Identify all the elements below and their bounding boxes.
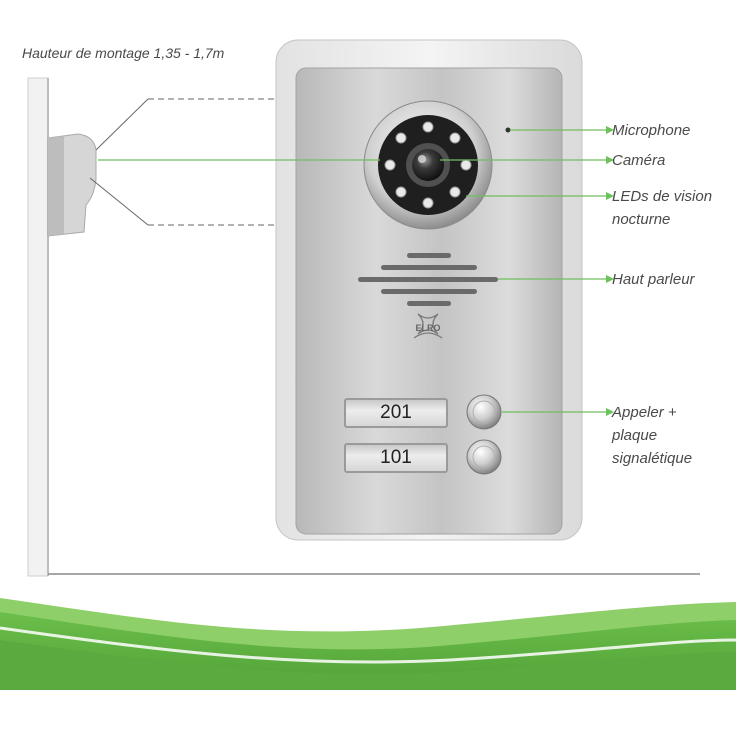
night-vision-leds	[384, 121, 472, 209]
call-label-line2: plaque	[612, 427, 658, 444]
microphone-label: Microphone	[612, 119, 690, 142]
mounting-height-label: Hauteur de montage 1,35 - 1,7m	[22, 45, 225, 61]
microphone-label-text: Microphone	[612, 122, 691, 139]
camera-module	[363, 100, 493, 230]
leds-label-line2: nocturne	[612, 211, 671, 228]
call-buttons	[466, 394, 502, 475]
brand-logo	[413, 313, 443, 339]
call-label-line1: Appeler +	[612, 404, 677, 421]
brand-text: ELRO	[415, 323, 440, 333]
leds-label-line1: LEDs de vision	[612, 188, 713, 205]
speaker-grille	[358, 253, 498, 306]
speaker-label: Haut parleur	[612, 268, 695, 291]
speaker-label-text: Haut parleur	[612, 271, 695, 288]
microphone-hole	[505, 127, 511, 133]
leader-lines	[98, 126, 614, 416]
green-wave	[0, 598, 736, 736]
leds-label: LEDs de vision nocturne	[612, 185, 712, 231]
side-view-unit	[47, 133, 97, 237]
nameplate-201: 201	[344, 398, 448, 428]
camera-label: Caméra	[612, 149, 665, 172]
nameplate-101: 101	[344, 443, 448, 473]
call-label-line3: signalétique	[612, 450, 693, 467]
camera-label-text: Caméra	[612, 152, 666, 169]
call-label: Appeler + plaque signalétique	[612, 401, 692, 470]
